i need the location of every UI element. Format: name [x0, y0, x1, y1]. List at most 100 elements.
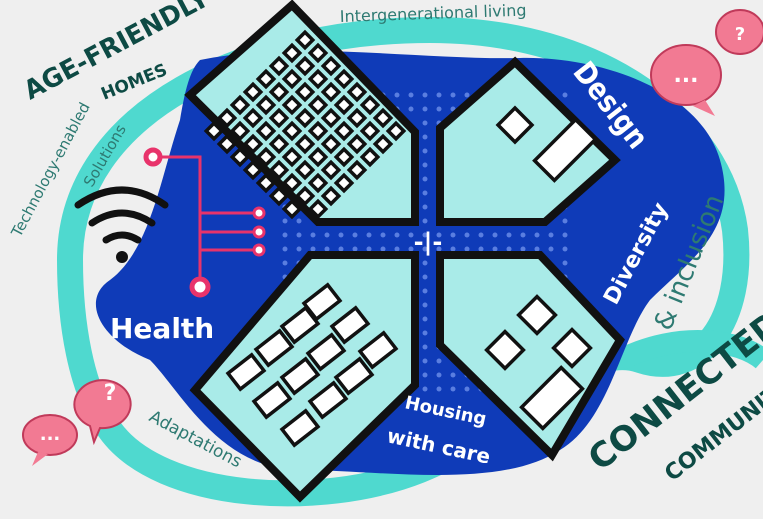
dot: [464, 246, 470, 252]
dot: [282, 246, 288, 252]
window: [268, 81, 290, 103]
window: [255, 94, 277, 116]
dot: [282, 260, 288, 266]
window: [255, 146, 277, 168]
window: [294, 55, 316, 77]
dot: [282, 218, 288, 224]
window: [346, 159, 368, 181]
house-top-right: [436, 56, 621, 226]
window: [333, 146, 355, 168]
dot: [562, 92, 568, 98]
window: [320, 81, 342, 103]
dot: [562, 232, 568, 238]
window: [333, 172, 355, 194]
wifi-icon: [74, 186, 169, 263]
window: [372, 133, 394, 155]
window: [216, 133, 238, 155]
window: [359, 94, 381, 116]
window: [320, 107, 342, 129]
dot: [478, 232, 484, 238]
dot: [422, 176, 428, 182]
dot: [436, 106, 442, 112]
dot: [436, 232, 442, 238]
dot: [506, 246, 512, 252]
window: [346, 81, 368, 103]
dot: [450, 232, 456, 238]
bubble-ellipsis-text: ...: [40, 424, 61, 445]
dot: [534, 246, 540, 252]
dot: [562, 260, 568, 266]
dot: [408, 92, 414, 98]
window: [359, 146, 381, 168]
dot: [436, 92, 442, 98]
dot: [464, 386, 470, 392]
window: [281, 68, 303, 90]
house-windows: [203, 29, 598, 448]
dot: [548, 246, 554, 252]
window: [203, 120, 225, 142]
dot: [296, 232, 302, 238]
window: [279, 356, 321, 396]
window: [279, 408, 321, 448]
dot: [464, 92, 470, 98]
dot: [310, 232, 316, 238]
window: [242, 81, 264, 103]
speech-bubble-ellipsis-left: ...: [22, 414, 78, 466]
window: [268, 55, 290, 77]
house-bottom-right: [436, 251, 625, 462]
window: [484, 329, 526, 371]
window: [281, 146, 303, 168]
window: [268, 159, 290, 181]
dot: [492, 246, 498, 252]
teal-ring: [56, 16, 750, 507]
dot: [548, 232, 554, 238]
window: [346, 107, 368, 129]
dot: [422, 246, 428, 252]
dot: [422, 190, 428, 196]
dot: [324, 246, 330, 252]
dot: [422, 232, 428, 238]
window: [229, 146, 251, 168]
window: [294, 159, 316, 181]
teal-swoosh: [615, 330, 763, 370]
window: [281, 120, 303, 142]
window: [255, 172, 277, 194]
window: [268, 107, 290, 129]
dot: [422, 260, 428, 266]
dot: [366, 232, 372, 238]
window: [281, 94, 303, 116]
speech-bubble-question-right: ?: [715, 9, 763, 55]
window: [385, 120, 407, 142]
dot: [324, 232, 330, 238]
dot: [450, 92, 456, 98]
dot: [422, 106, 428, 112]
window: [495, 105, 535, 145]
dot: [338, 232, 344, 238]
window: [281, 198, 303, 220]
window: [320, 185, 342, 207]
bubble-question-text: ?: [735, 24, 745, 45]
dot: [422, 148, 428, 154]
dot: [534, 232, 540, 238]
dot: [422, 358, 428, 364]
dot: [436, 386, 442, 392]
dot: [282, 232, 288, 238]
window: [307, 68, 329, 90]
window: [333, 356, 375, 396]
dot: [338, 246, 344, 252]
window: [329, 305, 371, 345]
dot: [394, 232, 400, 238]
dot: [520, 232, 526, 238]
window: [255, 68, 277, 90]
dot: [422, 204, 428, 210]
window: [357, 330, 399, 370]
speech-bubble-ellipsis-right: ...: [650, 44, 722, 116]
window: [279, 305, 321, 345]
window: [307, 42, 329, 64]
dot: [408, 246, 414, 252]
dot: [422, 386, 428, 392]
dot: [352, 246, 358, 252]
dot: [436, 372, 442, 378]
dot: [422, 316, 428, 322]
window: [294, 185, 316, 207]
